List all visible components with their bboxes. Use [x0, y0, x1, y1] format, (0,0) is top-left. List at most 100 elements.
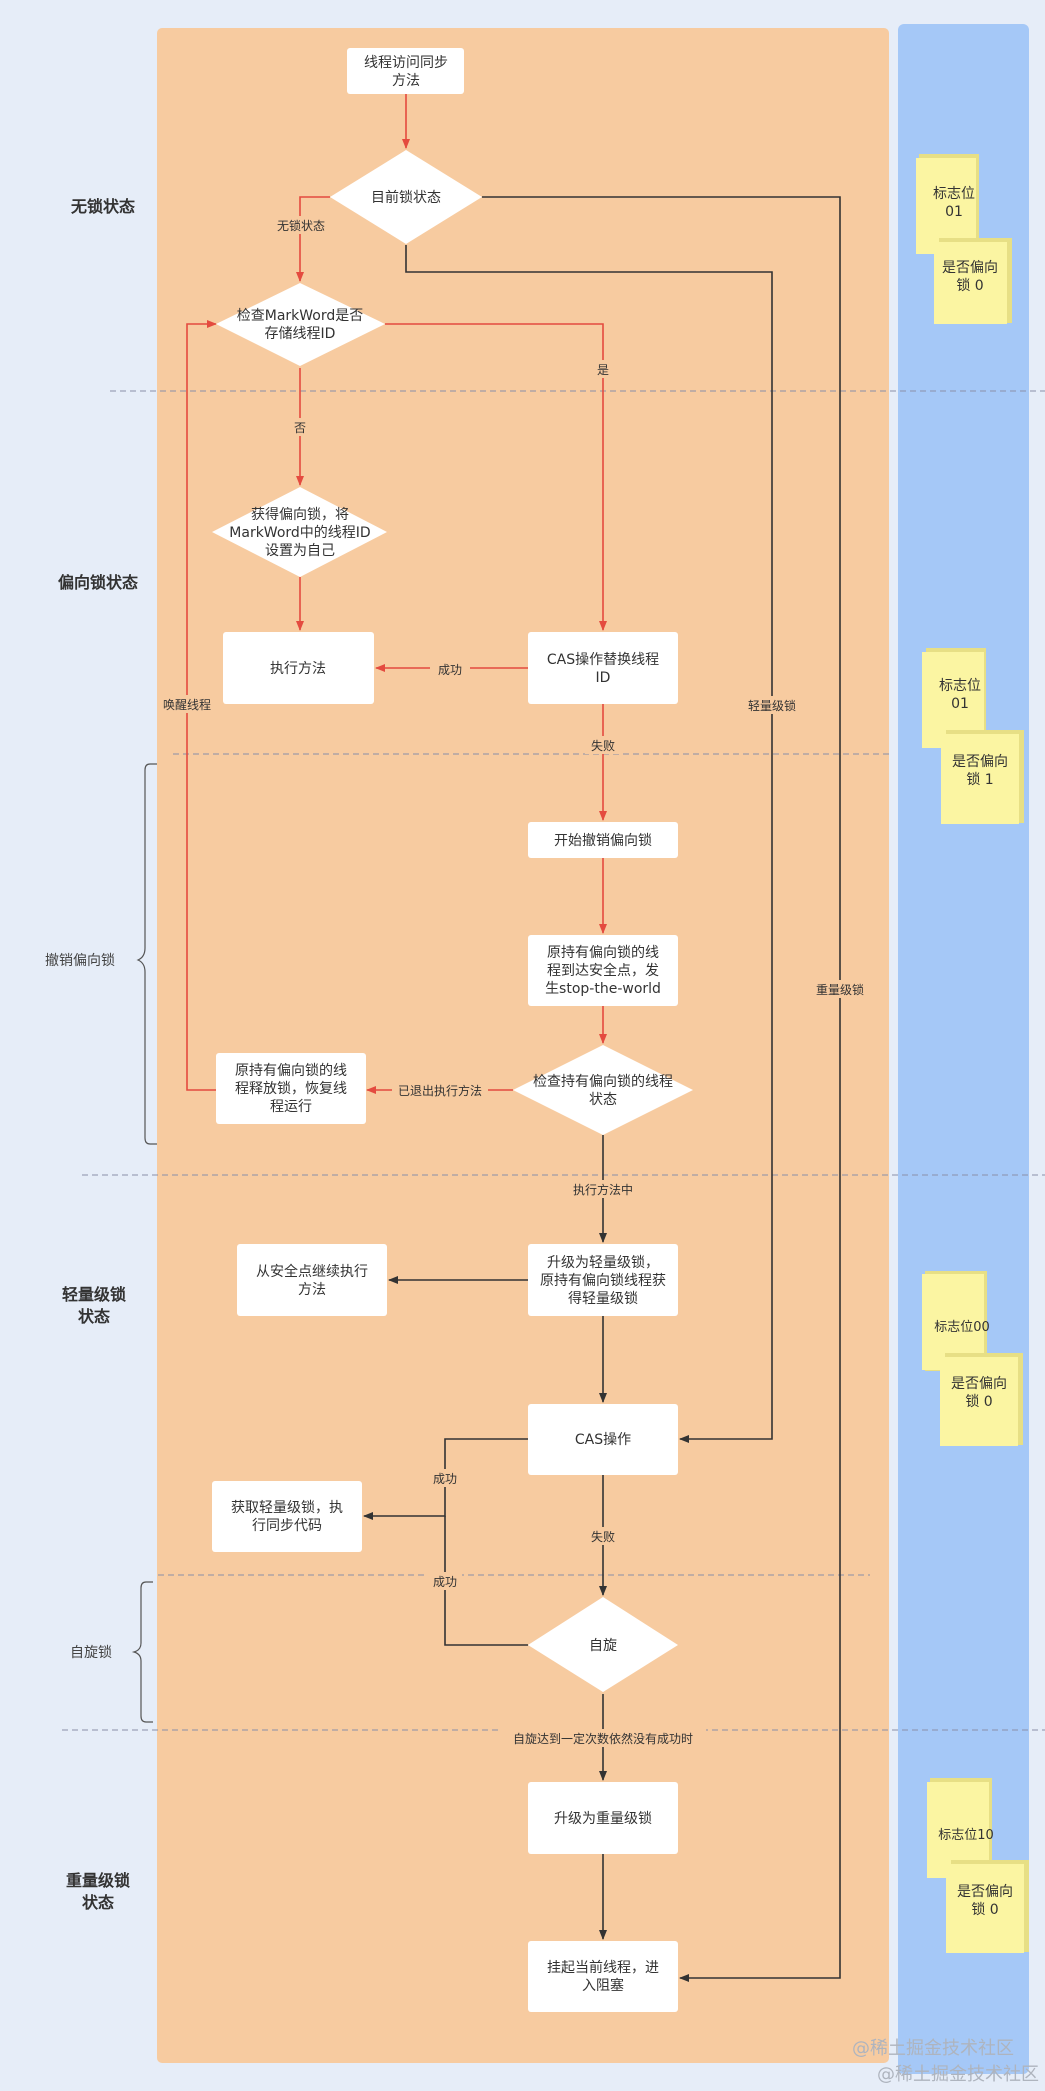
text-line: 线程访问同步: [364, 55, 448, 71]
svg-text:获取轻量级锁，执行同步代码: 获取轻量级锁，执行同步代码: [231, 1500, 343, 1534]
text-line: CAS操作: [575, 1432, 631, 1448]
flag-column-background: [898, 24, 1029, 2074]
watermark: @稀土掘金技术社区: [852, 2038, 1014, 2059]
text-line: 生stop-the-world: [545, 981, 661, 997]
node-upgrade-to-lightweight: 升级为轻量级锁，原持有偏向锁线程获得轻量级锁: [528, 1244, 678, 1316]
edges: [186, 94, 841, 1982]
state-label-heavyweight-lock: 重量级锁状态: [66, 1871, 130, 1912]
text-line: 标志位00: [934, 1320, 990, 1335]
text-line: 程到达安全点，发: [547, 962, 659, 979]
edge-heavyweight: [482, 196, 841, 1982]
text-line: 行同步代码: [252, 1518, 322, 1534]
text-line: 是否偏向: [957, 1884, 1013, 1900]
brackets: 撤销偏向锁 自旋锁: [45, 763, 157, 1723]
node-upgrade-to-heavyweight: 升级为重量级锁: [528, 1782, 678, 1854]
text-line: 锁 0: [956, 278, 983, 294]
svg-text:是否偏向锁 1: 是否偏向锁 1: [952, 754, 1008, 788]
text-line: 是否偏向: [952, 754, 1008, 770]
svg-text:是否偏向锁 0: 是否偏向锁 0: [942, 260, 998, 294]
text-line: 检查持有偏向锁的线程: [533, 1074, 673, 1090]
watermark: @稀土掘金技术社区: [877, 2064, 1039, 2085]
node-holder-release-lock: 原持有偏向锁的线程释放锁，恢复线程运行: [216, 1053, 366, 1124]
node-acquire-lightweight: 获取轻量级锁，执行同步代码: [212, 1481, 362, 1552]
edge-label-cas-success: 成功: [433, 1472, 457, 1486]
edge-label-fail-cas: 失败: [591, 738, 615, 753]
svg-text:检查MarkWord是否存储线程ID: 检查MarkWord是否存储线程ID: [237, 308, 364, 342]
text-line: 执行方法: [270, 661, 326, 677]
bracket-label-revoke-biased-lock: 撤销偏向锁: [45, 953, 115, 969]
svg-text:升级为轻量级锁，原持有偏向锁线程获得轻量级锁: 升级为轻量级锁，原持有偏向锁线程获得轻量级锁: [540, 1255, 666, 1307]
text-line: 是否偏向: [942, 260, 998, 276]
edge-label-heavyweight: 重量级锁: [816, 982, 864, 997]
edge-labels: 无锁状态 是 否 成功 失败 唤醒线程 轻量级锁 重量级锁 已退出执行方法 执行…: [158, 216, 868, 1747]
node-spin: 自旋: [528, 1597, 678, 1692]
edge-lockstate-nolock: [296, 196, 330, 282]
node-check-holder-thread-state: 检查持有偏向锁的线程状态: [513, 1045, 693, 1135]
state-label-biased-lock: 偏向锁状态: [58, 573, 138, 592]
text-line: 轻量级锁: [62, 1285, 126, 1304]
text-line: 检查MarkWord是否: [237, 308, 364, 324]
edge-label-success-execute: 成功: [438, 663, 462, 677]
edge-label-exited-method: 已退出执行方法: [398, 1083, 482, 1098]
text-line: 设置为自己: [265, 543, 335, 559]
edge-label-wake-thread: 唤醒线程: [163, 697, 211, 712]
node-execute-method: 执行方法: [223, 632, 374, 704]
edge-label-no-lock-state: 无锁状态: [277, 218, 325, 233]
edge-label-spin-limit: 自旋达到一定次数依然没有成功时: [513, 1731, 693, 1746]
text-line: 状态: [82, 1893, 114, 1912]
text-line: 升级为重量级锁: [554, 1811, 652, 1827]
note-lightweight-lock: 标志位00 是否偏向锁 0: [922, 1271, 1023, 1446]
text-line: 挂起当前线程，进: [547, 1959, 659, 1976]
svg-text:升级为重量级锁: 升级为重量级锁: [554, 1811, 652, 1827]
text-line: 原持有偏向锁线程获: [540, 1273, 666, 1289]
svg-text:标志位10: 标志位10: [938, 1828, 994, 1843]
text-line: 入阻塞: [582, 1977, 624, 1994]
svg-text:开始撤销偏向锁: 开始撤销偏向锁: [554, 833, 652, 849]
text-line: 标志位10: [938, 1828, 994, 1843]
node-continue-from-safepoint: 从安全点继续执行方法: [237, 1244, 387, 1316]
svg-text:执行方法: 执行方法: [270, 661, 326, 677]
text-line: 原持有偏向锁的线: [547, 945, 659, 961]
edge-spin-success: [444, 1516, 528, 1646]
edge-label-spin-success: 成功: [433, 1575, 457, 1589]
text-line: 获得偏向锁，将: [251, 506, 349, 523]
node-cas-operation: CAS操作: [528, 1404, 678, 1475]
state-labels: 无锁状态 偏向锁状态 轻量级锁状态 重量级锁状态: [58, 197, 138, 1912]
text-line: ID: [596, 670, 611, 686]
text-line: 程运行: [270, 1099, 312, 1115]
text-line: 原持有偏向锁的线: [235, 1063, 347, 1079]
node-holder-reach-safepoint: 原持有偏向锁的线程到达安全点，发生stop-the-world: [528, 935, 678, 1006]
text-line: 方法: [392, 73, 420, 89]
text-line: 01: [951, 696, 969, 712]
text-line: 锁 0: [971, 1902, 998, 1918]
text-line: 升级为轻量级锁，: [547, 1255, 659, 1271]
svg-text:线程访问同步方法: 线程访问同步方法: [364, 55, 448, 89]
text-line: 自旋: [589, 1638, 617, 1654]
edge-label-executing-method: 执行方法中: [573, 1182, 633, 1197]
svg-text:原持有偏向锁的线程到达安全点，发生stop-the-worl: 原持有偏向锁的线程到达安全点，发生stop-the-world: [545, 945, 661, 997]
text-line: 重量级锁: [66, 1871, 130, 1890]
text-line: 锁 1: [966, 772, 993, 788]
text-line: 是否偏向: [951, 1376, 1007, 1392]
node-check-markword: 检查MarkWord是否存储线程ID: [216, 283, 385, 366]
edge-label-no: 否: [294, 421, 306, 435]
text-line: 程释放锁，恢复线: [235, 1080, 347, 1097]
text-line: 存储线程ID: [265, 326, 336, 342]
node-acquire-biased: 获得偏向锁，将 MarkWord中的线程ID 设置为自己: [212, 487, 387, 577]
edge-label-yes: 是: [597, 363, 609, 377]
node-start: 线程访问同步方法: [347, 48, 464, 94]
spin-lock-bracket: [131, 1581, 153, 1723]
nodes: 线程访问同步方法 目前锁状态 检查MarkWord是否存储线程ID 获得偏向锁，…: [212, 48, 693, 2012]
text-line: MarkWord中的线程ID: [229, 525, 370, 541]
node-current-lock-state: 目前锁状态: [330, 150, 482, 244]
text-line: 方法: [298, 1282, 326, 1298]
svg-text:CAS操作: CAS操作: [575, 1432, 631, 1448]
state-label-lightweight-lock: 轻量级锁状态: [62, 1285, 126, 1326]
edge-check-yes: [385, 323, 607, 631]
node-suspend-thread: 挂起当前线程，进入阻塞: [528, 1941, 678, 2012]
